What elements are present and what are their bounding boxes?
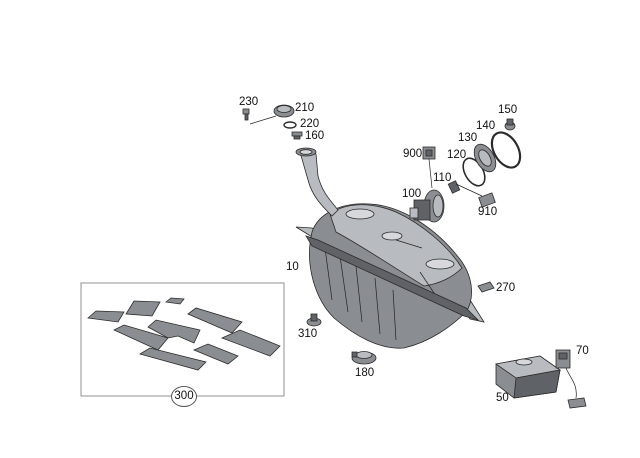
part-210[interactable] — [273, 104, 295, 118]
part-310[interactable] — [306, 313, 322, 327]
callout-130[interactable]: 130 — [458, 132, 478, 144]
part-filler-neck[interactable] — [295, 147, 339, 217]
part-900[interactable] — [422, 146, 436, 160]
callout-70[interactable]: 70 — [576, 345, 589, 357]
callout-140[interactable]: 140 — [476, 120, 496, 132]
callout-150[interactable]: 150 — [498, 104, 518, 116]
part-910[interactable] — [478, 192, 496, 208]
part-220[interactable] — [283, 121, 297, 129]
part-160[interactable] — [291, 131, 303, 140]
part-100[interactable] — [409, 189, 445, 223]
callout-300-circle[interactable]: 300 — [171, 386, 197, 407]
part-110[interactable] — [447, 180, 461, 194]
callout-310[interactable]: 310 — [298, 328, 318, 340]
part-130[interactable] — [470, 141, 501, 176]
callout-230[interactable]: 230 — [239, 96, 259, 108]
part-150[interactable] — [504, 118, 516, 131]
part-50[interactable] — [494, 355, 562, 399]
callout-100[interactable]: 100 — [402, 188, 422, 200]
callout-210[interactable]: 210 — [295, 102, 315, 114]
callout-160[interactable]: 160 — [305, 130, 325, 142]
part-270[interactable] — [477, 281, 495, 293]
callout-270[interactable]: 270 — [496, 282, 516, 294]
callout-900[interactable]: 900 — [403, 148, 423, 160]
callout-110[interactable]: 110 — [433, 172, 452, 184]
part-180[interactable] — [351, 351, 377, 365]
part-fuel-tank[interactable] — [295, 203, 485, 349]
callout-120[interactable]: 120 — [447, 149, 467, 161]
callout-220[interactable]: 220 — [300, 118, 320, 130]
callout-50[interactable]: 50 — [496, 392, 509, 404]
callout-10[interactable]: 10 — [286, 261, 299, 273]
part-230[interactable] — [242, 108, 250, 121]
part-70[interactable] — [555, 349, 587, 409]
part-300-mats[interactable] — [87, 297, 281, 371]
part-140[interactable] — [486, 128, 526, 173]
callout-910[interactable]: 910 — [478, 206, 498, 218]
callout-300[interactable]: 300 — [174, 389, 194, 402]
callout-180[interactable]: 180 — [355, 367, 375, 379]
